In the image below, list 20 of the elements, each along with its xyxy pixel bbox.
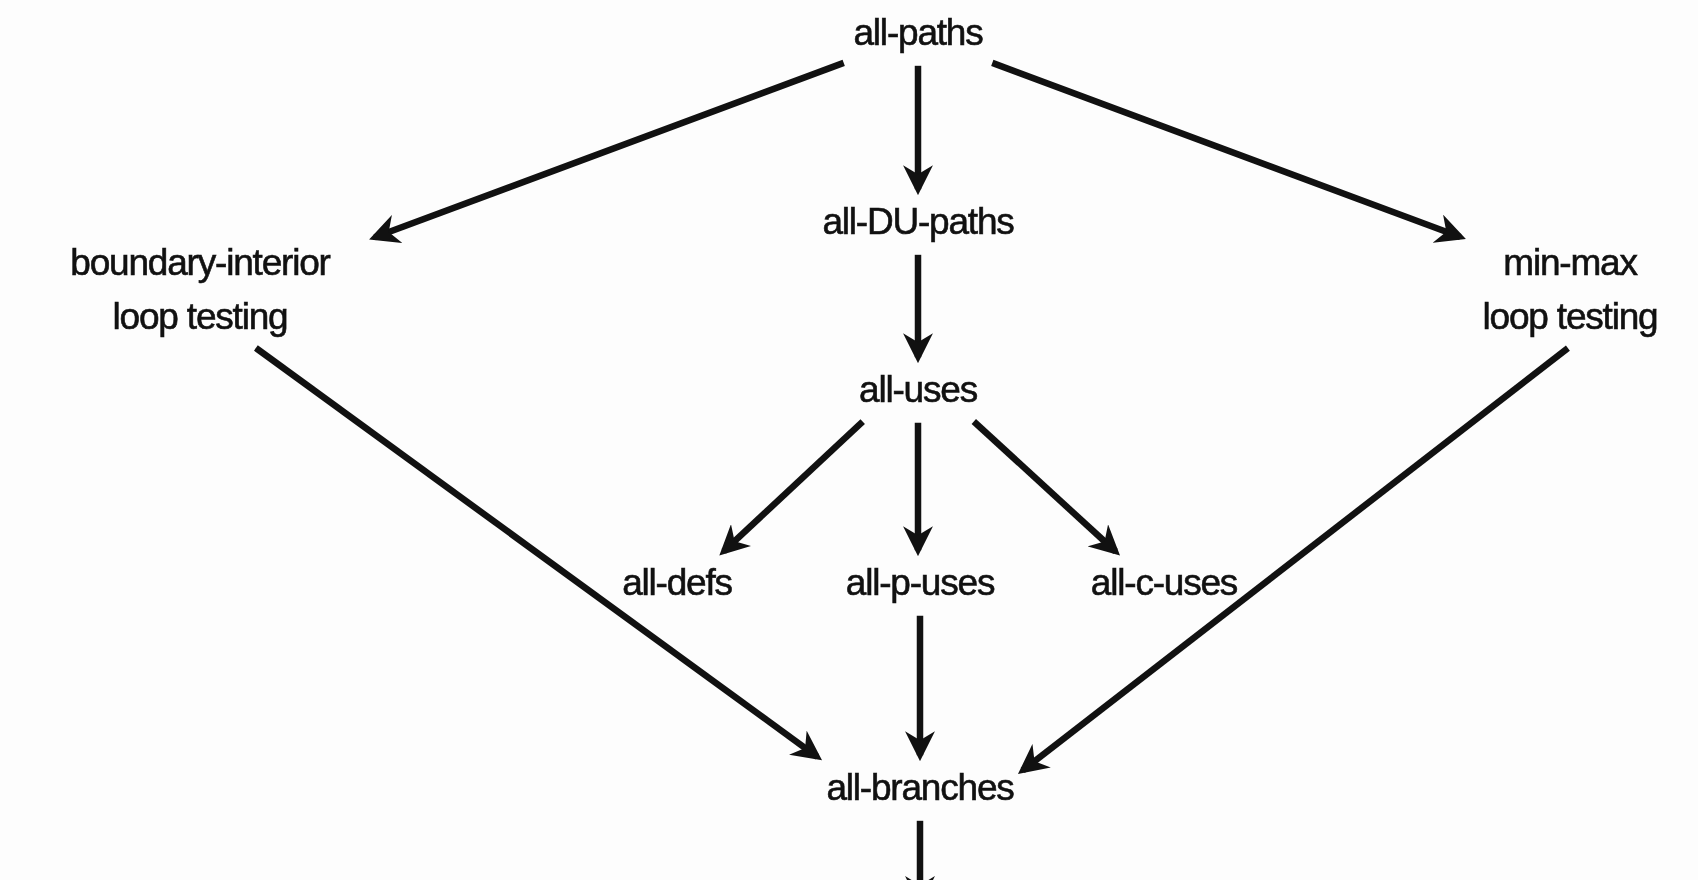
node-label: min-max loop testing xyxy=(1464,234,1676,346)
arrow xyxy=(903,254,933,364)
arrow xyxy=(369,59,845,243)
node-label: all-defs xyxy=(616,554,738,612)
node-label: all-uses xyxy=(853,361,983,419)
node-label: all-c-uses xyxy=(1084,554,1244,612)
node-label: all-p-uses xyxy=(839,554,1001,612)
arrow xyxy=(903,422,933,557)
arrow xyxy=(254,345,823,761)
node-label: all-DU-paths xyxy=(816,193,1020,251)
arrow xyxy=(719,419,865,556)
arrow xyxy=(903,65,933,196)
arrow xyxy=(905,820,935,880)
node-label: boundary-interior loop testing xyxy=(29,234,371,346)
arrow xyxy=(971,419,1120,556)
node-label: all-branches xyxy=(820,759,1020,817)
arrow xyxy=(991,59,1466,243)
node-label: all-paths xyxy=(847,4,989,62)
arrow xyxy=(905,615,935,762)
arrow xyxy=(1017,345,1570,775)
